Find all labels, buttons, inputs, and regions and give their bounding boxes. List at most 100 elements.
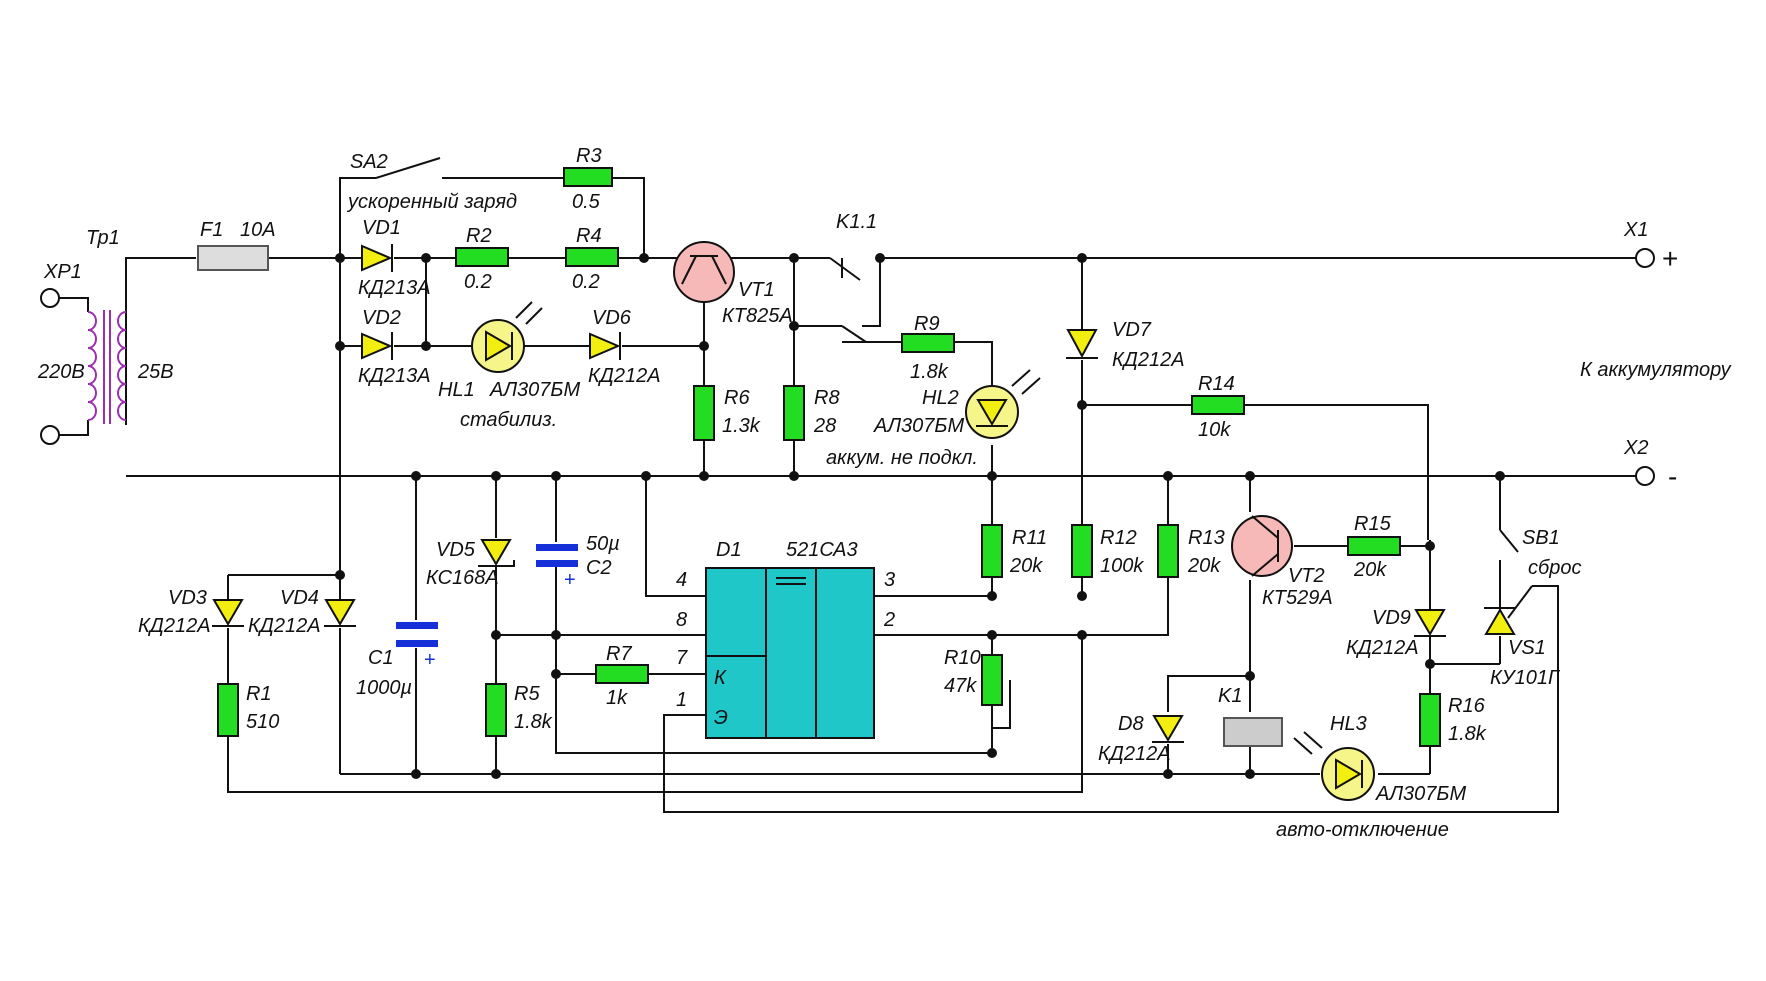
label-pin-e: Э xyxy=(714,707,728,729)
led-hl1 xyxy=(471,301,543,373)
label-f1-rating: 10А xyxy=(240,219,276,241)
label-vt2-type: КТ529А xyxy=(1262,587,1333,609)
resistor-r7 xyxy=(595,664,649,684)
label-hl1-desc: стабилиз. xyxy=(460,409,557,431)
label-r14: R14 xyxy=(1198,373,1235,395)
label-vd1-type: КД213А xyxy=(358,277,431,299)
label-r12-val: 100k xyxy=(1100,555,1144,577)
label-220v: 220В xyxy=(37,361,85,383)
label-vd6: VD6 xyxy=(592,307,632,329)
label-vd4-type: КД212А xyxy=(248,615,321,637)
label-r10: R10 xyxy=(944,647,981,669)
label-hl3-type: АЛ307БМ xyxy=(1375,783,1466,805)
label-vd3-type: КД212А xyxy=(138,615,211,637)
label-vd5-type: КС168А xyxy=(426,567,499,589)
label-r6: R6 xyxy=(724,387,750,409)
transistor-vt2 xyxy=(1231,515,1293,577)
diode-d8 xyxy=(1152,715,1184,743)
label-x2-sign: - xyxy=(1668,461,1677,492)
label-sb1: SB1 xyxy=(1522,527,1560,549)
label-hl3: HL3 xyxy=(1330,713,1367,735)
resistor-r9 xyxy=(901,333,955,353)
resistor-r13 xyxy=(1157,524,1179,578)
resistor-r1 xyxy=(217,683,239,737)
label-pin4: 4 xyxy=(676,569,687,591)
resistor-r8 xyxy=(783,385,805,441)
label-r2-val: 0.2 xyxy=(464,271,492,293)
diode-vd9 xyxy=(1414,609,1446,637)
resistor-r10 xyxy=(981,654,1003,706)
label-sa2-desc: ускоренный заряд xyxy=(346,191,517,213)
switch-sb1 xyxy=(1499,529,1519,578)
label-r3: R3 xyxy=(576,145,602,167)
label-vd9: VD9 xyxy=(1372,607,1411,629)
label-auto-off: авто-отключение xyxy=(1276,819,1449,841)
label-d1-type: 521СА3 xyxy=(786,539,858,561)
thyristor-vs1 xyxy=(1484,585,1533,635)
label-pin7: 7 xyxy=(676,647,688,669)
comparator-d1 xyxy=(705,567,875,739)
diode-vd7 xyxy=(1066,329,1098,359)
label-c1: C1 xyxy=(368,647,394,669)
label-c2-plus: + xyxy=(564,569,576,591)
resistor-r16 xyxy=(1419,693,1441,747)
label-vt2: VT2 xyxy=(1288,565,1325,587)
transformer-tp1 xyxy=(87,310,127,424)
label-r14-val: 10k xyxy=(1198,419,1231,441)
led-hl2 xyxy=(965,369,1041,439)
wires xyxy=(50,177,1636,813)
relay-k1 xyxy=(1223,717,1283,747)
resistor-r12 xyxy=(1071,524,1093,578)
label-hl1-type: АЛ307БМ xyxy=(489,379,580,401)
label-r9: R9 xyxy=(914,313,940,335)
label-d1: D1 xyxy=(716,539,742,561)
label-tp1: Тр1 xyxy=(86,227,120,249)
label-r16-val: 1.8k xyxy=(1448,723,1487,745)
label-hl2: HL2 xyxy=(922,387,959,409)
label-r9-val: 1.8k xyxy=(910,361,949,383)
label-vs1-type: КУ101Г xyxy=(1490,667,1561,689)
label-x1: X1 xyxy=(1623,219,1648,241)
label-c2-val: 50µ xyxy=(586,533,620,555)
label-r1: R1 xyxy=(246,683,272,705)
label-pin2: 2 xyxy=(883,609,895,631)
label-r11: R11 xyxy=(1012,527,1047,549)
label-r10-val: 47k xyxy=(944,675,977,697)
label-r11-val: 20k xyxy=(1009,555,1043,577)
diode-vd3 xyxy=(212,599,244,627)
label-vd9-type: КД212А xyxy=(1346,637,1419,659)
capacitor-c1 xyxy=(396,622,438,647)
switch-sa2 xyxy=(375,157,441,179)
diodes xyxy=(212,244,1533,743)
resistor-r15 xyxy=(1347,536,1401,556)
resistor-r3 xyxy=(563,167,613,187)
diode-vd6 xyxy=(589,332,621,360)
resistor-r2 xyxy=(455,247,509,267)
label-25v: 25В xyxy=(137,361,174,383)
label-sb1-desc: сброс xyxy=(1528,557,1582,579)
label-r8-val: 28 xyxy=(813,415,836,437)
label-d8: D8 xyxy=(1118,713,1144,735)
label-d8-type: КД212А xyxy=(1098,743,1171,765)
label-pin3: 3 xyxy=(884,569,895,591)
label-x1-sign: + xyxy=(1662,243,1678,274)
resistor-r14 xyxy=(1191,395,1245,415)
diode-vd2 xyxy=(361,332,393,360)
label-vd2-type: КД213А xyxy=(358,365,431,387)
label-r13-val: 20k xyxy=(1187,555,1221,577)
label-r8: R8 xyxy=(814,387,840,409)
capacitor-c2 xyxy=(536,544,578,567)
label-vd6-type: КД212А xyxy=(588,365,661,387)
label-r1-val: 510 xyxy=(246,711,279,733)
label-hl2-type: АЛ307БМ xyxy=(873,415,964,437)
label-battery: К аккумулятору xyxy=(1580,359,1732,381)
label-pin-k: К xyxy=(714,667,727,689)
diode-vd4 xyxy=(324,599,356,627)
label-xp1: XP1 xyxy=(43,261,82,283)
label-x2: X2 xyxy=(1623,437,1648,459)
label-r7-val: 1k xyxy=(606,687,628,709)
label-hl2-desc: аккум. не подкл. xyxy=(826,447,978,469)
label-r5-val: 1.8k xyxy=(514,711,553,733)
label-k1: K1 xyxy=(1218,685,1242,707)
